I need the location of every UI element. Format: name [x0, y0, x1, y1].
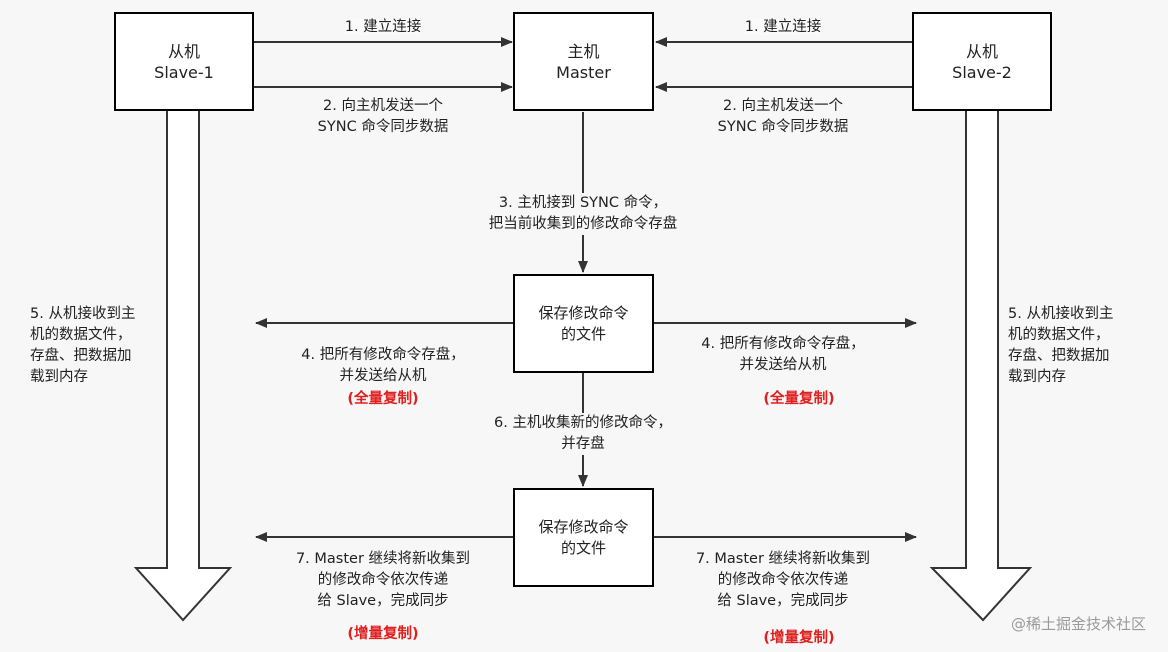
watermark: @稀土掘金技术社区 [1010, 615, 1146, 633]
command-file-2-line2: 的文件 [560, 538, 606, 557]
slave2-node: 从机 Slave-2 [912, 12, 1052, 111]
connect-left-label: 1. 建立连接 [344, 19, 422, 35]
command-file-2-line1: 保存修改命令 [538, 517, 629, 536]
step4-left-label: 4. 把所有修改命令存盘， 并发送给从机 [301, 347, 465, 384]
master-name: Master [556, 62, 611, 82]
sync-right-label: 2. 向主机发送一个 SYNC 命令同步数据 [717, 98, 849, 135]
step6-label: 6. 主机收集新的修改命令， 并存盘 [433, 413, 733, 455]
incremental-copy-right-tag: (增量复制) [763, 630, 835, 646]
master-title: 主机 [567, 41, 600, 61]
step7-left-label: 7. Master 继续将新收集到 的修改命令依次传递 给 Slave，完成同步 [295, 551, 471, 609]
full-copy-left-tag: (全量复制) [347, 391, 419, 407]
step7-right-label: 7. Master 继续将新收集到 的修改命令依次传递 给 Slave，完成同步 [695, 551, 871, 609]
step5-left-label: 5. 从机接收到主 机的数据文件， 存盘、把数据加 载到内存 [30, 306, 136, 385]
incremental-copy-left-tag: (增量复制) [347, 626, 419, 642]
command-file-1-line2: 的文件 [560, 324, 606, 343]
step4-right-label: 4. 把所有修改命令存盘， 并发送给从机 [701, 336, 865, 373]
command-file-node-1: 保存修改命令 的文件 [513, 274, 654, 373]
step3-label: 3. 主机接到 SYNC 命令， 把当前收集到的修改命令存盘 [433, 193, 733, 235]
step5-right-label: 5. 从机接收到主 机的数据文件， 存盘、把数据加 载到内存 [1008, 306, 1114, 385]
slave1-node: 从机 Slave-1 [114, 12, 254, 111]
slave1-title: 从机 [167, 41, 200, 61]
connect-right-label: 1. 建立连接 [744, 19, 822, 35]
master-node: 主机 Master [513, 12, 654, 111]
slave2-name: Slave-2 [952, 62, 1012, 82]
slave1-receive-arrow [133, 109, 233, 622]
slave1-name: Slave-1 [154, 62, 214, 82]
full-copy-right-tag: (全量复制) [763, 391, 835, 407]
slave2-receive-arrow [929, 109, 1033, 622]
command-file-node-2: 保存修改命令 的文件 [513, 488, 654, 587]
slave2-title: 从机 [965, 41, 998, 61]
command-file-1-line1: 保存修改命令 [538, 303, 629, 322]
sync-left-label: 2. 向主机发送一个 SYNC 命令同步数据 [317, 98, 449, 135]
